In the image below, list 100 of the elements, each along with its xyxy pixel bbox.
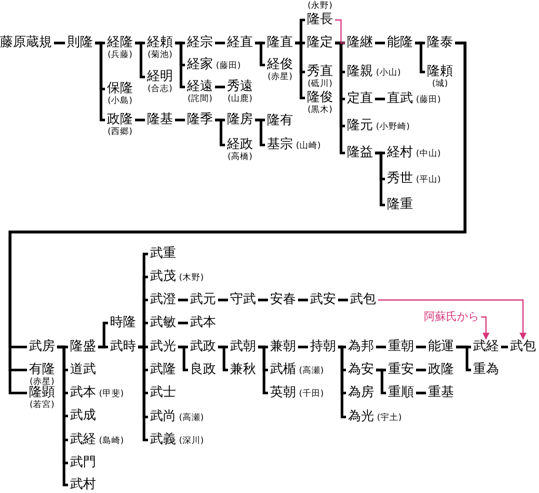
lineage-line (375, 98, 385, 100)
clan-name: (中山) (416, 149, 441, 160)
lineage-line (135, 118, 145, 122)
lineage-line (57, 346, 68, 486)
person-name: 武重 (150, 246, 176, 262)
person-name: 隆継 (347, 35, 373, 51)
clan-name: (砥川) (308, 79, 332, 90)
person-name: 隆基 (147, 112, 173, 128)
person-name: 武成 (70, 408, 96, 424)
person-name: 隆有 (267, 113, 293, 129)
person-name: 武房 (29, 339, 55, 355)
clan-name: (甲斐) (99, 389, 124, 400)
person-name: 持朝 (310, 339, 336, 355)
lineage-line (258, 298, 268, 302)
clan-name: (千田) (299, 389, 324, 400)
person-name: 武茂 (150, 269, 176, 285)
person-name: 隆頼 (427, 64, 453, 79)
clan-name: (藤田) (216, 61, 241, 72)
person-name: 武包 (350, 292, 376, 308)
person-name: 為邦 (348, 339, 374, 355)
lineage-line (375, 152, 385, 206)
person-name: 定直 (347, 91, 373, 107)
person-name: 経家 (187, 57, 213, 73)
person-name: 隆顕 (29, 385, 55, 400)
lineage-line (215, 118, 225, 146)
person-name: 基宗 (267, 137, 293, 153)
person-name: 則隆 (67, 35, 93, 51)
lineage-line (376, 368, 386, 394)
person-name: 重朝 (388, 339, 414, 355)
lineage-line (298, 346, 308, 348)
clan-name: (西郷) (108, 127, 132, 138)
lineage-line (98, 346, 108, 348)
person-name: 隆益 (347, 145, 373, 161)
person-name: 重基 (428, 385, 454, 401)
person-name: 武政 (190, 339, 216, 355)
person-name: 武経 (473, 339, 499, 355)
clan-name: (赤星) (268, 72, 292, 83)
person-name: 秀世 (387, 171, 413, 187)
lineage-line (135, 42, 145, 78)
person-name: 武村 (70, 477, 96, 493)
person-name: 武澄 (150, 292, 176, 308)
lineage-line (416, 392, 426, 394)
clan-name: (木野) (179, 273, 204, 284)
person-name: 武経 (70, 432, 96, 448)
lineage-line (138, 346, 148, 442)
person-name: 経俊 (267, 57, 293, 72)
lineage-line (298, 298, 308, 302)
person-name: 兼朝 (270, 339, 296, 355)
lineage-line (218, 346, 228, 372)
person-name: 経遠 (187, 79, 213, 94)
lineage-line (415, 42, 425, 74)
clan-name: (小野崎) (376, 122, 410, 133)
person-name: 英朝 (270, 385, 296, 401)
person-name: 為房 (348, 385, 374, 401)
clan-name: (高瀬) (179, 413, 204, 424)
person-name: 武本 (190, 315, 216, 331)
person-name: 武門 (70, 455, 96, 471)
person-name: 武光 (150, 339, 176, 355)
clan-name: (黒木) (308, 105, 332, 116)
clan-name: (菊池) (148, 50, 172, 61)
person-name: 経宗 (187, 35, 213, 51)
person-name: 経村 (387, 145, 413, 161)
lineage-line (456, 346, 471, 372)
person-name: 安春 (270, 292, 296, 308)
person-name: 武包 (510, 339, 536, 355)
person-name: 武元 (190, 292, 216, 308)
person-name: 隆長 (307, 12, 333, 28)
lineage-line (338, 346, 346, 418)
person-name: 隆泰 (427, 35, 453, 51)
lineage-line (255, 118, 265, 146)
clan-name: (山崎) (296, 141, 321, 152)
person-name: 経明 (147, 69, 173, 84)
person-name: 経隆 (107, 35, 133, 50)
person-name: 隆俊 (307, 90, 333, 105)
clan-name: (高瀬) (299, 366, 324, 377)
clan-name: (合志) (148, 84, 172, 95)
clan-name: (小島) (108, 96, 132, 107)
person-name: 隆季 (187, 112, 213, 128)
person-name: 隆盛 (70, 339, 96, 355)
person-name: 守武 (230, 292, 256, 308)
person-name: 重安 (388, 362, 414, 378)
person-name: 能隆 (387, 35, 413, 51)
person-name: 武安 (310, 292, 336, 308)
lineage-line (255, 42, 265, 66)
person-name: 隆直 (267, 35, 293, 51)
person-name: 隆定 (307, 35, 333, 51)
person-name: 武義 (150, 432, 176, 448)
clan-name: (平山) (416, 175, 441, 186)
person-name: 為光 (348, 409, 374, 425)
clan-name: (永野) (308, 1, 332, 12)
lineage-line (335, 42, 345, 154)
person-name: 武楯 (270, 362, 296, 378)
person-name: 重順 (388, 385, 414, 401)
person-name: 隆重 (387, 197, 413, 213)
lineage-line (335, 19, 345, 44)
person-name: 武敏 (150, 315, 176, 331)
person-name: 政隆 (428, 362, 454, 378)
lineage-line (178, 322, 188, 324)
lineage-line (376, 346, 386, 348)
lineage-line (178, 298, 188, 302)
